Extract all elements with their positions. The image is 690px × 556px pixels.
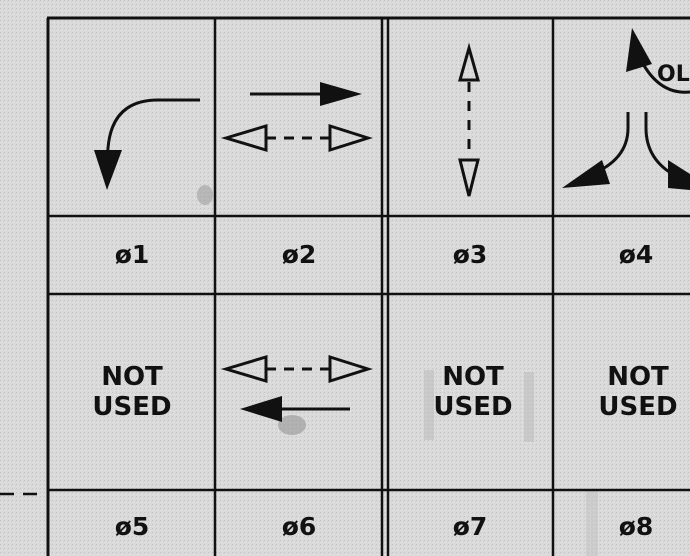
through-arrow-and-pedestrian-icon	[220, 82, 373, 153]
phase-label-7: ø7	[452, 512, 488, 541]
overlap-label: OL	[657, 62, 690, 87]
grid	[46, 16, 690, 556]
not-used-line1: NOT	[101, 362, 163, 392]
phase-label-1: ø1	[114, 240, 150, 269]
not-used-line2: USED	[598, 392, 678, 422]
scan-smudges	[197, 185, 598, 556]
phase-label-3: ø3	[452, 240, 488, 269]
not-used-label-phase8: NOT USED	[558, 362, 690, 422]
not-used-label-phase7: NOT USED	[393, 362, 553, 422]
left-turn-arrow-icon	[94, 98, 200, 190]
not-used-line1: NOT	[442, 362, 504, 392]
not-used-line1: NOT	[607, 362, 669, 392]
phase-label-2: ø2	[281, 240, 317, 269]
pedestrian-and-through-arrow-icon	[220, 354, 373, 422]
phase-label-5: ø5	[114, 512, 150, 541]
not-used-label-phase5: NOT USED	[52, 362, 212, 422]
phase-label-8: ø8	[618, 512, 654, 541]
phase-label-6: ø6	[281, 512, 317, 541]
phase-label-4: ø4	[618, 240, 654, 269]
split-turn-and-overlap-icon	[562, 28, 690, 190]
pedestrian-crossing-icon	[458, 42, 480, 197]
not-used-line2: USED	[92, 392, 172, 422]
not-used-line2: USED	[433, 392, 513, 422]
